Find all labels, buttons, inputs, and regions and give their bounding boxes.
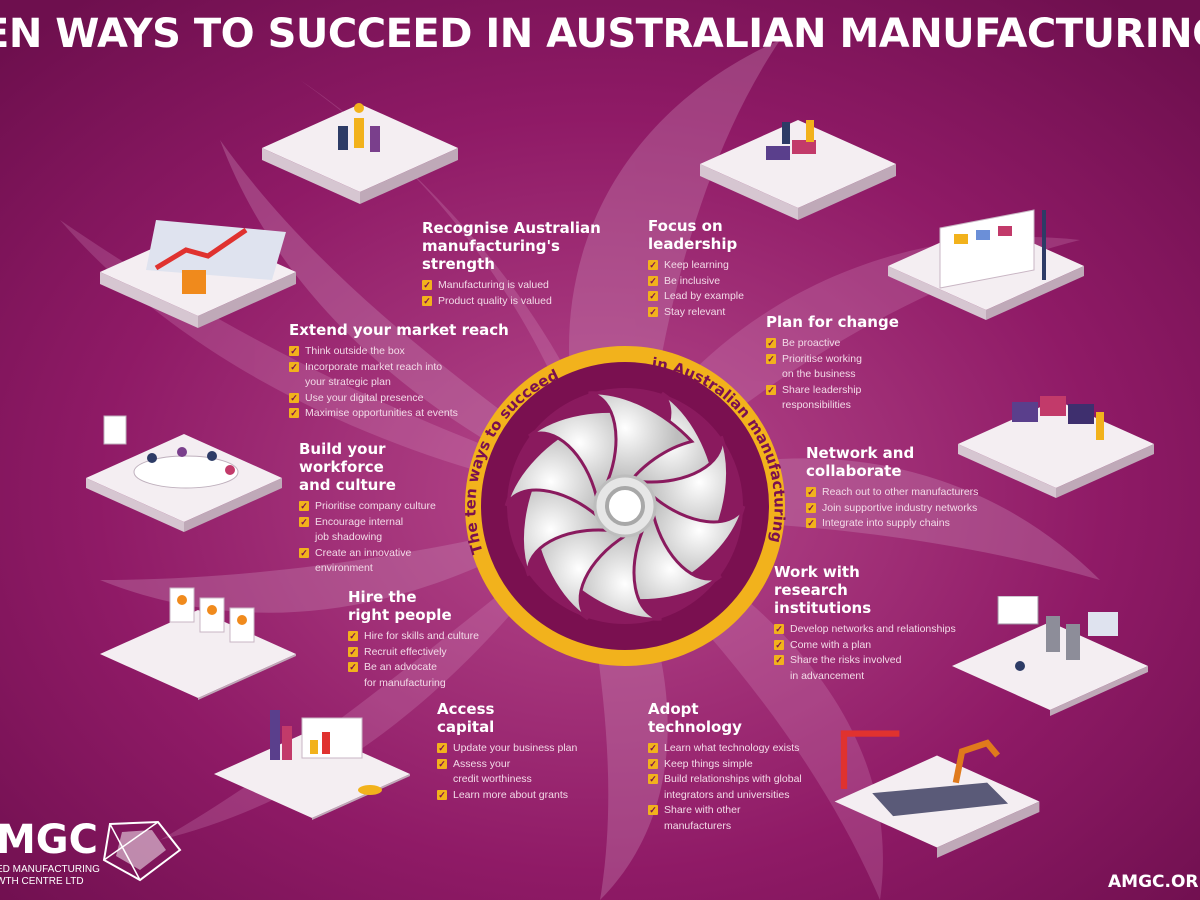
turbine-wheel: The ten ways to succeed in Australian ma… [462, 346, 788, 666]
section-item: Learn what technology exists [648, 741, 838, 757]
website-url[interactable]: AMGC.OR [1108, 872, 1199, 892]
section-title: Access capital [437, 700, 495, 736]
section-item: Share the risks involved in advancement [774, 653, 984, 684]
section-item: Build relationships with global integrat… [648, 772, 838, 803]
section-focus-leadership: Focus on leadership Keep learning Be inc… [648, 217, 798, 320]
section-title: Work with research institutions [774, 563, 872, 617]
section-item: Recruit effectively [348, 645, 518, 661]
section-item: Share leadership responsibilities [766, 383, 926, 414]
section-item: Keep learning [648, 258, 798, 274]
section-title: Extend your market reach [289, 321, 509, 339]
section-item: Prioritise company culture [299, 499, 469, 515]
page-title: EN WAYS TO SUCCEED IN AUSTRALIAN MANUFAC… [0, 11, 1200, 57]
finance-charts-illustration [210, 700, 414, 820]
section-item: Stay relevant [648, 305, 798, 321]
section-network-collaborate: Network and collaborate Reach out to oth… [806, 444, 1016, 532]
section-item: Come with a plan [774, 638, 984, 654]
world-map-growth-chart-illustration [96, 210, 300, 330]
section-item: Manufacturing is valued [422, 278, 632, 294]
section-item: Product quality is valued [422, 294, 632, 310]
section-item: Hire for skills and culture [348, 629, 518, 645]
section-item: Share with other manufacturers [648, 803, 838, 834]
candidate-profiles-illustration [96, 580, 300, 700]
section-item: Create an innovative environment [299, 546, 469, 577]
section-item: Lead by example [648, 289, 798, 305]
turbine-blades [504, 391, 746, 621]
section-item: Be proactive [766, 336, 926, 352]
section-adopt-technology: Adopt technology Learn what technology e… [648, 700, 838, 834]
section-item: Use your digital presence [289, 391, 521, 407]
puzzle-collaboration-illustration [954, 378, 1158, 498]
section-item: Integrate into supply chains [806, 516, 1016, 532]
logo-text: MGC [0, 817, 98, 863]
section-title: Recognise Australian manufacturing's str… [422, 219, 601, 273]
research-lab-illustration [948, 595, 1152, 716]
robotic-factory-illustration [830, 720, 1044, 860]
section-title: Hire the right people [348, 588, 452, 624]
logo-subtitle: ED MANUFACTURING WTH CENTRE LTD [0, 864, 100, 887]
turbine-blade [588, 391, 695, 489]
section-item: Be an advocate for manufacturing [348, 660, 518, 691]
section-title: Build your workforce and culture [299, 440, 396, 494]
section-item: Develop networks and relationships [774, 622, 984, 638]
section-title: Adopt technology [648, 700, 742, 736]
section-item: Reach out to other manufacturers [806, 485, 1016, 501]
section-access-capital: Access capital Update your business plan… [437, 700, 607, 803]
section-research-institutions: Work with research institutions Develop … [774, 563, 984, 684]
section-hire-right-people: Hire the right people Hire for skills an… [348, 588, 518, 691]
section-title: Plan for change [766, 313, 899, 331]
section-title: Network and collaborate [806, 444, 915, 480]
section-item: Encourage internal job shadowing [299, 515, 469, 546]
section-item: Prioritise working on the business [766, 352, 926, 383]
section-item: Incorporate market reach into your strat… [289, 360, 521, 391]
section-title: Focus on leadership [648, 217, 738, 253]
amgc-logo: MGC ED MANUFACTURING WTH CENTRE LTD [0, 818, 216, 900]
team-celebration-puzzle-illustration [696, 112, 900, 232]
section-recognise-strength: Recognise Australian manufacturing's str… [422, 219, 632, 309]
section-item: Be inclusive [648, 274, 798, 290]
section-item: Join supportive industry networks [806, 501, 1016, 517]
section-item: Think outside the box [289, 344, 521, 360]
logo-mark-icon [102, 820, 182, 882]
section-item: Maximise opportunities at events [289, 406, 521, 422]
section-item: Assess your credit worthiness [437, 757, 607, 788]
calendar-planning-illustration [884, 200, 1088, 320]
section-item: Update your business plan [437, 741, 607, 757]
section-market-reach: Extend your market reach Think outside t… [289, 321, 521, 422]
section-item: Keep things simple [648, 757, 838, 773]
section-workforce-culture: Build your workforce and culture Priorit… [299, 440, 469, 577]
meeting-table-illustration [82, 412, 286, 532]
teamwork-brainstorm-illustration [258, 96, 462, 216]
section-plan-change: Plan for change Be proactive Prioritise … [766, 313, 926, 414]
section-item: Learn more about grants [437, 788, 607, 804]
